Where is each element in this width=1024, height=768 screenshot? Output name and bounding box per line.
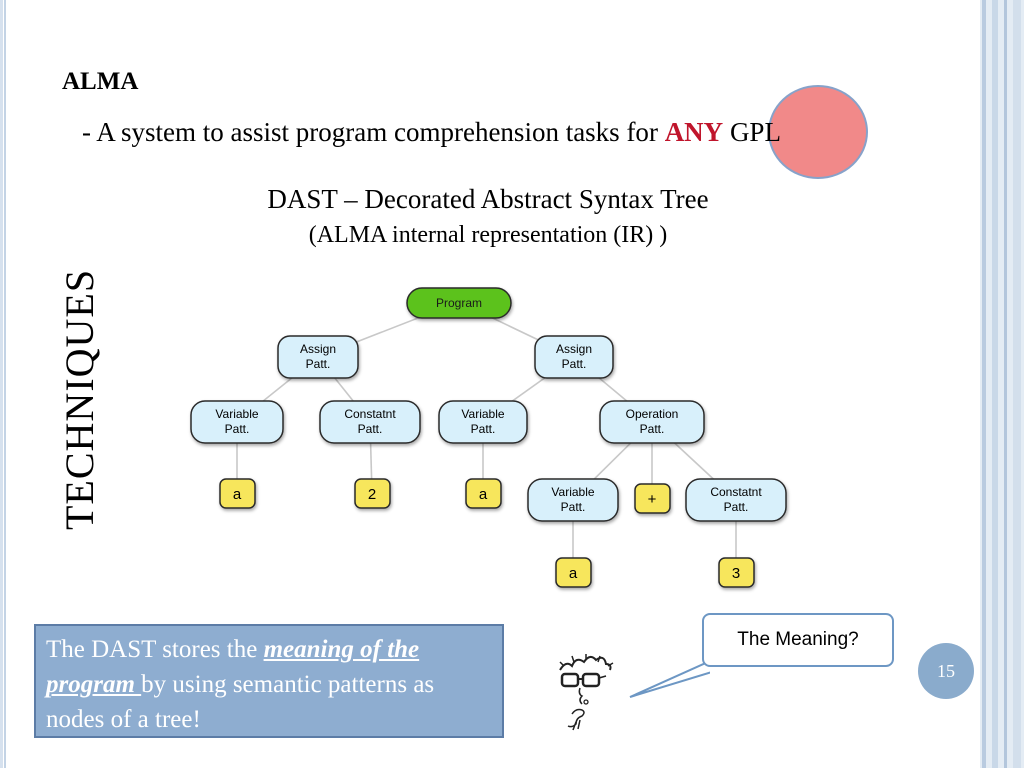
node-variable-3: Variable Patt. <box>527 478 619 522</box>
node-program: Program <box>406 287 512 319</box>
node-constant-2-line2: Patt. <box>724 500 749 514</box>
node-variable-2-line2: Patt. <box>471 422 496 436</box>
node-assign-left: Assign Patt. <box>277 335 359 379</box>
node-plus-label: + <box>648 491 657 508</box>
dast-subtitle: (ALMA internal representation (IR) ) <box>308 222 668 248</box>
bullet-any: ANY <box>664 117 724 147</box>
thinking-person-icon <box>559 654 710 731</box>
bullet-prefix: - A system to assist program comprehensi… <box>82 117 649 147</box>
node-assign-right: Assign Patt. <box>534 335 614 379</box>
left-border-decoration <box>0 0 6 768</box>
node-variable-3-line1: Variable <box>551 485 594 499</box>
node-assign-right-line1: Assign <box>556 342 592 356</box>
node-variable-1: Variable Patt. <box>190 400 284 444</box>
bullet-text: - A system to assist program comprehensi… <box>82 117 781 148</box>
node-variable-1-line2: Patt. <box>225 422 250 436</box>
leaf-a-2: a <box>465 478 502 509</box>
bullet-r: r <box>648 117 665 147</box>
node-variable-2-line1: Variable <box>461 407 504 421</box>
info-text-2: by using semantic patterns as nodes of a… <box>46 671 435 733</box>
leaf-a-1: a <box>219 478 256 509</box>
node-variable-2: Variable Patt. <box>438 400 528 444</box>
node-assign-left-line1: Assign <box>300 342 336 356</box>
node-variable-1-line1: Variable <box>215 407 258 421</box>
node-constant-1-line2: Patt. <box>358 422 383 436</box>
node-operation-line1: Operation <box>626 407 679 421</box>
leaf-3-label: 3 <box>732 565 740 582</box>
highlight-circle <box>768 85 868 179</box>
right-border-decoration <box>980 0 1024 768</box>
node-variable-3-line2: Patt. <box>561 500 586 514</box>
node-constant-1: Constatnt Patt. <box>319 400 421 444</box>
dast-title: DAST – Decorated Abstract Syntax Tree <box>267 184 709 214</box>
leaf-2-label: 2 <box>368 486 376 503</box>
info-box: The DAST stores the meaning of the progr… <box>34 624 504 738</box>
node-operation-line2: Patt. <box>640 422 665 436</box>
page-number-badge: 15 <box>918 643 974 699</box>
node-constant-1-line1: Constatnt <box>344 407 396 421</box>
leaf-a-2-label: a <box>479 486 488 503</box>
speech-bubble: The Meaning? <box>702 613 894 667</box>
speech-pointer <box>629 660 710 698</box>
node-constant-2-line1: Constatnt <box>710 485 762 499</box>
node-plus: + <box>634 483 671 514</box>
node-program-label: Program <box>436 296 482 310</box>
leaf-a-1-label: a <box>233 486 242 503</box>
leaf-2: 2 <box>354 478 391 509</box>
node-assign-left-line2: Patt. <box>306 357 331 371</box>
bullet-suffix: GPL <box>723 117 781 147</box>
node-constant-2: Constatnt Patt. <box>685 478 787 522</box>
slide-heading: ALMA <box>62 68 139 95</box>
leaf-a-3-label: a <box>569 565 578 582</box>
node-operation: Operation Patt. <box>599 400 705 444</box>
node-assign-right-line2: Patt. <box>562 357 587 371</box>
info-emphasis: meaning of the program <box>46 636 420 698</box>
leaf-3: 3 <box>718 557 755 588</box>
leaf-a-3: a <box>555 557 592 588</box>
info-text-1: The DAST stores the <box>46 636 264 663</box>
